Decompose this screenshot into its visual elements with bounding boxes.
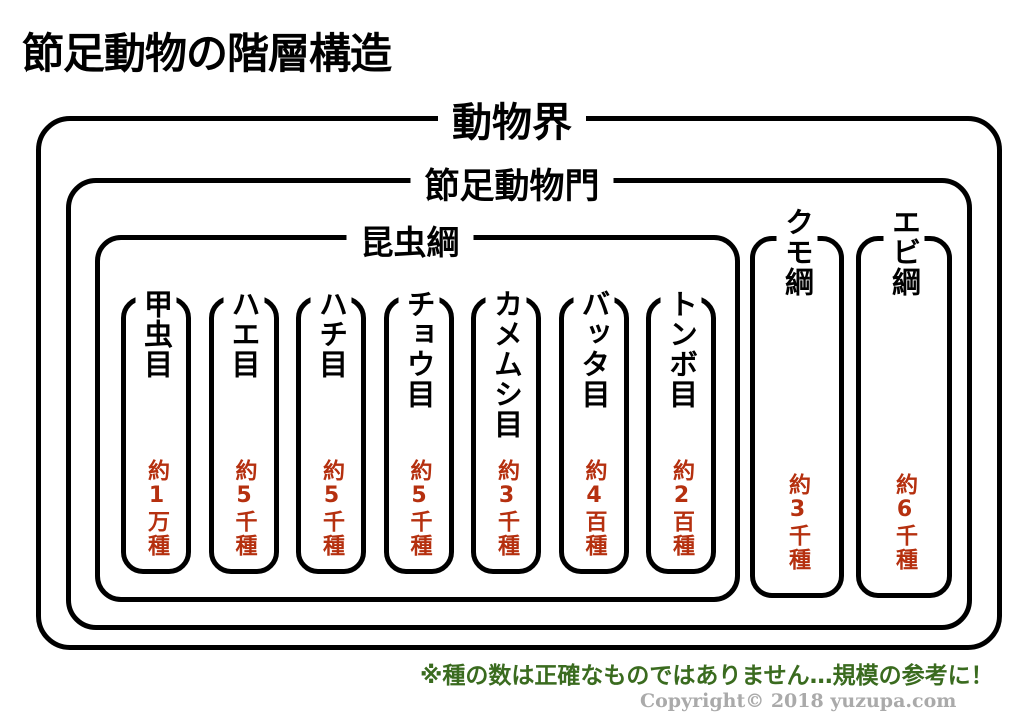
species-count: 約3千種 bbox=[494, 459, 519, 558]
order-box: バッタ目約4百種 bbox=[558, 289, 629, 574]
species-count: 約5千種 bbox=[319, 459, 344, 558]
phylum-label: 節足動物門 bbox=[410, 158, 614, 209]
species-count: 約2百種 bbox=[669, 459, 694, 558]
class-label: クモ綱 bbox=[776, 207, 818, 301]
order-box: 甲虫目約1万種 bbox=[121, 289, 191, 574]
species-count: 約5千種 bbox=[231, 459, 257, 558]
order-box: ハエ目約5千種 bbox=[208, 289, 279, 574]
order-label: バッタ目 bbox=[573, 289, 614, 413]
order-label: チョウ目 bbox=[398, 289, 439, 413]
insecta-label: 昆虫綱 bbox=[346, 216, 474, 264]
diagram-title: 節足動物の階層構造 bbox=[22, 29, 392, 78]
order-label: カメムシ目 bbox=[485, 289, 527, 443]
kingdom-label: 動物界 bbox=[438, 90, 586, 148]
order-label: トンボ目 bbox=[660, 289, 702, 413]
species-count: 約5千種 bbox=[406, 459, 432, 558]
copyright: Copyright© 2018 yuzupa.com bbox=[640, 690, 957, 712]
order-label: ハチ目 bbox=[310, 289, 352, 383]
order-box: チョウ目約5千種 bbox=[383, 289, 454, 574]
order-box: カメムシ目約3千種 bbox=[471, 289, 541, 574]
order-box: トンボ目約2百種 bbox=[646, 289, 716, 574]
order-label: ハエ目 bbox=[223, 289, 264, 383]
disclaimer-note: ※種の数は正確なものではありません…規模の参考に！ bbox=[420, 663, 994, 689]
species-count: 約3千種 bbox=[785, 473, 810, 572]
class-box-crustacea: エビ綱 約6千種 bbox=[856, 207, 952, 598]
class-box-arachnida: クモ綱 約3千種 bbox=[750, 207, 844, 598]
order-label: 甲虫目 bbox=[135, 289, 177, 383]
species-count: 約4百種 bbox=[581, 459, 607, 558]
class-label: エビ綱 bbox=[883, 207, 925, 301]
species-count: 約6千種 bbox=[892, 473, 917, 572]
species-count: 約1万種 bbox=[144, 459, 169, 558]
order-box: ハチ目約5千種 bbox=[296, 289, 366, 574]
